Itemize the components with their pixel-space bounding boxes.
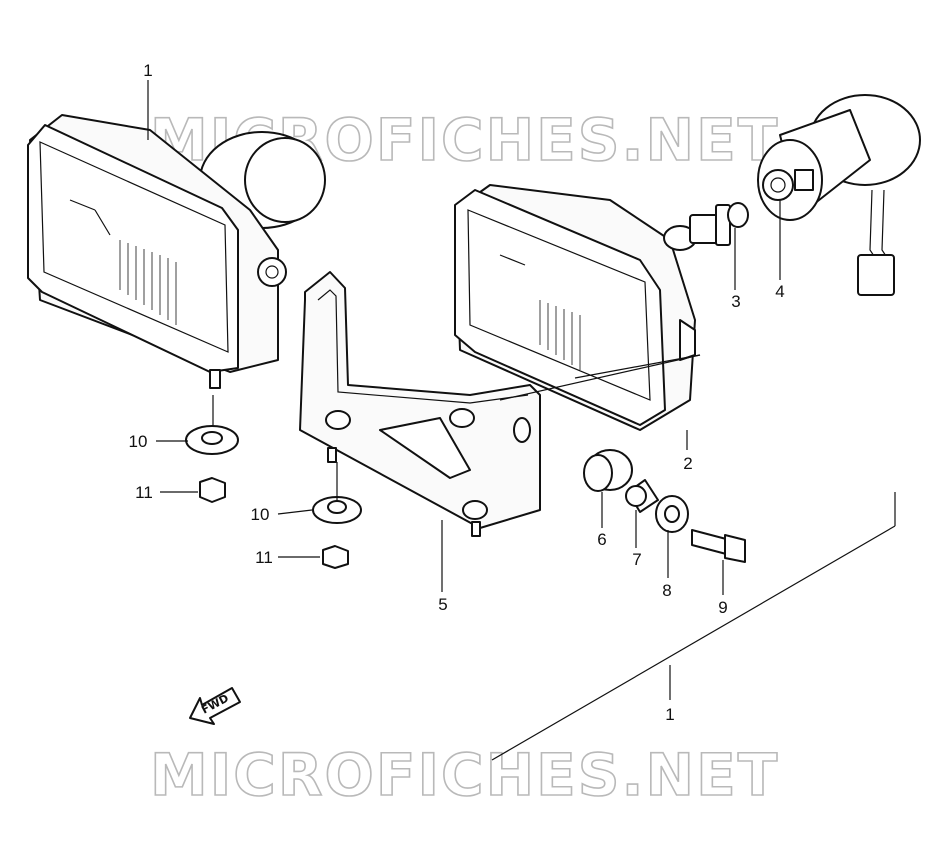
mounting-bracket	[299, 271, 541, 537]
callout-2: 2	[683, 454, 692, 473]
callout-10-mid: 10	[251, 505, 270, 524]
callout-5: 5	[438, 595, 447, 614]
callout-6: 6	[597, 530, 606, 549]
bolt	[691, 529, 746, 563]
bulb-socket	[757, 94, 921, 296]
callout-3: 3	[731, 292, 740, 311]
leader-lines	[147, 80, 896, 761]
fwd-arrow-icon: FWD	[189, 687, 241, 725]
bulb	[663, 202, 749, 251]
lens-shading-right	[499, 254, 581, 370]
headlamp-right	[454, 184, 696, 431]
washer-left	[185, 425, 239, 455]
washer-mid	[312, 496, 362, 524]
callout-11-left: 11	[135, 483, 153, 502]
watermark-bottom: MICROFICHES.NET	[150, 741, 779, 809]
callouts: 1 2 3 4 5 6 7 8 9 10 11 10 11 1	[129, 61, 785, 724]
callout-9: 9	[718, 598, 727, 617]
washer	[655, 495, 689, 533]
grommet	[583, 449, 633, 492]
callout-8: 8	[662, 581, 671, 600]
callout-4: 4	[775, 282, 784, 301]
callout-10-left: 10	[129, 432, 148, 451]
collar	[625, 479, 659, 513]
nut-left	[199, 477, 226, 503]
headlamp-left	[27, 114, 326, 389]
callout-11-mid: 11	[255, 548, 273, 567]
lens-shading-left	[69, 199, 177, 325]
callout-7: 7	[632, 550, 641, 569]
nut-mid	[322, 545, 349, 569]
callout-1-bottom: 1	[665, 705, 674, 724]
callout-1-top: 1	[143, 61, 152, 80]
